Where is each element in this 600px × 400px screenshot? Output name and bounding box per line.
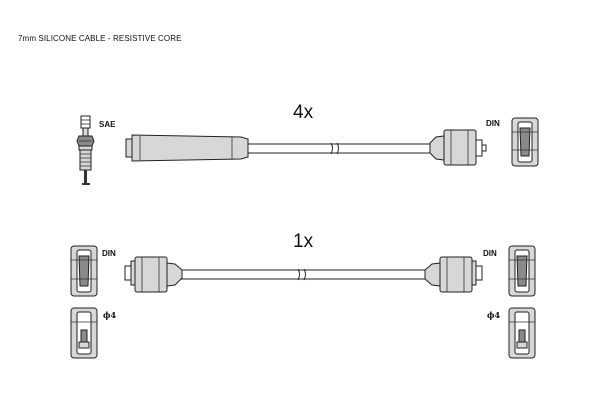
set2-right-din-boot <box>424 256 483 293</box>
terminal-4mm-right-icon <box>508 307 536 359</box>
set2-cable <box>181 268 426 281</box>
terminal-4mm-left-icon <box>70 307 98 359</box>
set2-quantity: 1x <box>293 231 314 252</box>
terminal-left-label: ϕ4 <box>103 310 117 320</box>
set1-left-label: SAE <box>99 120 116 129</box>
din-connector-section-left-icon <box>70 245 98 297</box>
set1-quantity: 4x <box>293 102 314 123</box>
set2-left-label: DIN <box>102 249 116 258</box>
set2-left-din-boot <box>124 256 183 293</box>
cable-set-1: 4x SAE <box>76 102 539 185</box>
terminal-right-label: ϕ4 <box>487 310 501 320</box>
din-connector-section-icon <box>511 117 539 167</box>
set2-right-label: DIN <box>483 249 497 258</box>
set1-straight-boot <box>125 134 249 162</box>
set1-right-label: DIN <box>486 119 500 128</box>
din-connector-section-right-icon <box>508 245 536 297</box>
header-title: 7mm SILICONE CABLE - RESISTIVE CORE <box>18 34 182 43</box>
set1-din-boot <box>429 129 487 166</box>
set1-cable <box>247 142 431 155</box>
spark-plug-sae-icon <box>76 115 95 185</box>
cable-set-2: 1x DIN <box>70 231 536 359</box>
